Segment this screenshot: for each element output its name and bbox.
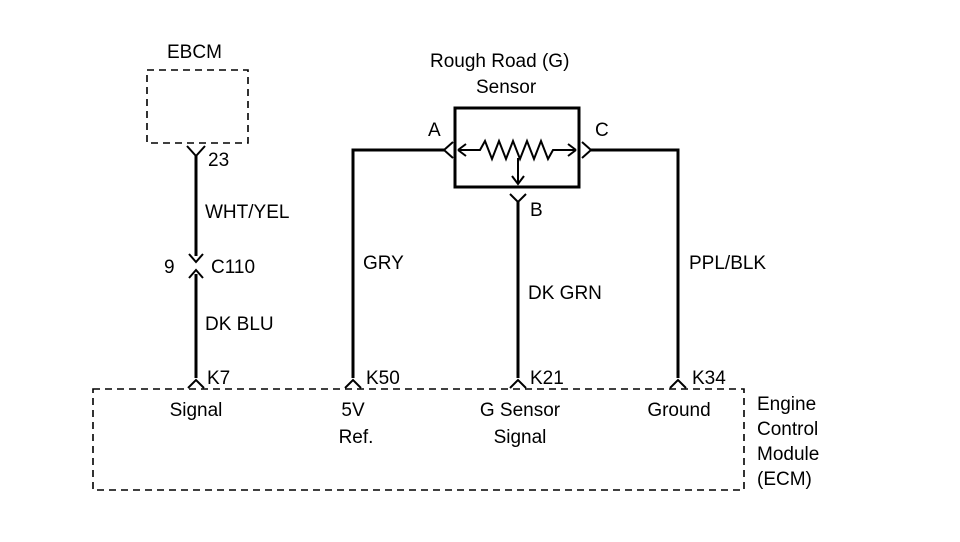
ecm-pin-k7-terminal [187,378,205,389]
ecm-pin-k50-desc-line1: 5V [341,400,365,421]
ecm-pin-k7-desc: Signal [170,400,223,421]
sensor-title-line1: Rough Road (G) [430,51,569,72]
sensor-pin-b-terminal [509,193,527,204]
sensor-wiper-arrow-icon [511,158,525,186]
sensor-resistor-icon [457,138,577,162]
connector-c110-upper-terminal [188,253,204,264]
connector-c110-lower-terminal [188,268,204,279]
ecm-pin-k50-id: K50 [366,368,400,389]
ecm-pin-k21-desc-line1: G Sensor [480,400,561,421]
ecm-pin-k34-desc: Ground [647,400,710,421]
ecm-label-line4: (ECM) [757,469,812,490]
sensor-box [453,106,581,189]
ecm-label-line3: Module [757,444,819,465]
ecm-pin-k34-terminal [669,378,687,389]
wire-ppl-blk [591,148,680,378]
wire-label-wht-yel: WHT/YEL [205,202,289,223]
ecm-label-line2: Control [757,419,818,440]
wire-label-dk-grn: DK GRN [528,283,602,304]
sensor-pin-c-label: C [595,120,609,141]
ecm-pin-k34-id: K34 [692,368,726,389]
ecm-box [92,388,745,491]
ecm-pin-k21-desc-line2: Signal [494,427,547,448]
ebcm-box [146,69,249,144]
ecm-label-line1: Engine [757,394,816,415]
connector-c110-label: C110 [211,257,255,278]
ebcm-pin-23-label: 23 [208,150,229,171]
wire-label-ppl-blk: PPL/BLK [689,253,766,274]
ebcm-label: EBCM [167,42,222,63]
ecm-pin-k50-desc-line2: Ref. [339,427,374,448]
wire-label-dk-blu: DK BLU [205,314,274,335]
sensor-title-line2: Sensor [476,77,537,98]
ecm-pin-k7-id: K7 [207,368,230,389]
wire-label-gry: GRY [363,253,404,274]
connector-c110-pin: 9 [164,257,175,278]
wire-gry [351,148,444,378]
ecm-pin-k21-id: K21 [530,368,564,389]
ecm-pin-k21-terminal [509,378,527,389]
sensor-pin-c-terminal [581,141,593,159]
sensor-pin-a-label: A [428,120,441,141]
ebcm-pin-23-terminal [186,145,206,158]
sensor-pin-b-label: B [530,200,543,221]
sensor-pin-a-terminal [442,141,454,159]
ecm-pin-k50-terminal [344,378,362,389]
